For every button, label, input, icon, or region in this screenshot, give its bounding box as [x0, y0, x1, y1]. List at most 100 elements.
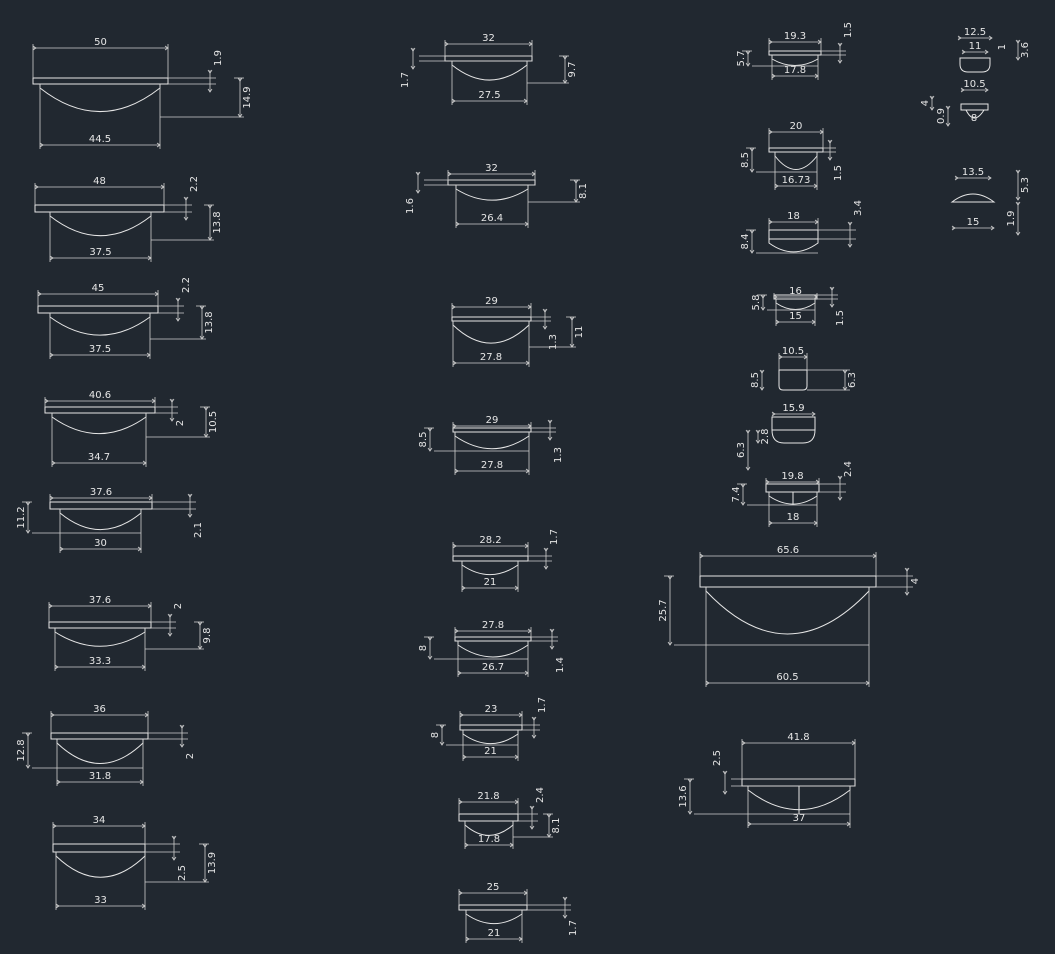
plate-outline — [447, 179, 536, 186]
dimension-arrow — [531, 734, 537, 739]
dimension-arrow — [811, 319, 816, 325]
dimension-arrow — [451, 98, 456, 104]
cup-width-label: 16.73 — [782, 175, 811, 186]
plate-width-label: 10.5 — [963, 79, 985, 90]
dimension-arrow — [37, 291, 42, 297]
plate-width-label: 65.6 — [777, 545, 799, 556]
plate-width-label: 12.5 — [964, 27, 986, 38]
dimension-arrow — [667, 575, 673, 580]
dimension-arrow — [773, 294, 778, 300]
dimension-arrow — [141, 823, 146, 829]
dimension-arrow — [765, 479, 770, 485]
cup-width-label: 8 — [971, 113, 977, 124]
dimension-arrow — [865, 680, 870, 686]
cup-profile — [768, 239, 819, 253]
dimension-arrow — [529, 825, 535, 830]
dimension-arrow — [759, 386, 765, 391]
plate-outline — [699, 575, 877, 588]
dimension-arrow — [904, 567, 910, 572]
cup-width-label: 11 — [969, 41, 982, 52]
dimension-arrow — [197, 645, 203, 650]
dimension-arrow — [199, 305, 205, 310]
cup-width-label: 44.5 — [89, 134, 111, 145]
dimension-arrow — [237, 77, 243, 82]
dimension-arrow — [427, 427, 433, 432]
dimension-arrow — [749, 147, 755, 152]
dimension-arrow — [175, 317, 181, 322]
plate-width-label: 19.8 — [781, 471, 803, 482]
plate-width-label: 10.5 — [782, 346, 804, 357]
dimension-arrow — [774, 183, 779, 189]
dimension-arrow — [813, 520, 818, 526]
total-height-label: 12.8 — [16, 739, 27, 761]
dimension-arrow — [147, 603, 152, 609]
total-height-label: 8 — [430, 732, 441, 738]
cup-profile — [461, 561, 519, 576]
dimension-arrow — [528, 41, 533, 47]
dimension-arrow — [837, 59, 843, 64]
dimension-arrow — [39, 142, 44, 148]
plate-width-label: 32 — [482, 33, 495, 44]
dimension-arrow — [439, 724, 445, 729]
dimension-arrow — [207, 88, 213, 93]
dimension-arrow — [549, 628, 555, 633]
plate-width-label: 50 — [94, 37, 107, 48]
plate-width-label: 41.8 — [787, 732, 809, 743]
dimension-arrow — [52, 823, 57, 829]
cup-profile — [959, 57, 991, 73]
cup-profile — [39, 84, 161, 113]
dimension-arrow — [573, 179, 579, 184]
plate-thickness-label: 1.6 — [405, 198, 416, 214]
dimension-arrow — [197, 621, 203, 626]
cup-profile — [49, 212, 152, 237]
dimension-arrow — [529, 805, 535, 810]
plate-thickness-label: 2.5 — [712, 750, 723, 766]
dimension-arrow — [569, 316, 575, 321]
plate-outline — [34, 204, 165, 213]
dimension-arrow — [749, 229, 755, 234]
dimension-arrow — [25, 764, 31, 769]
dimension-arrow — [141, 903, 146, 909]
plate-outline — [32, 77, 169, 85]
dimension-arrow — [203, 406, 209, 411]
dimension-arrow — [569, 343, 575, 348]
dimension-arrow — [837, 42, 843, 47]
dimension-arrow — [202, 843, 208, 848]
dimension-arrow — [187, 493, 193, 498]
dimension-arrow — [148, 495, 153, 501]
total-height-label: 10.5 — [208, 411, 219, 433]
dimension-arrow — [705, 680, 710, 686]
dimension-arrow — [55, 903, 60, 909]
cup-profile — [774, 152, 818, 170]
dimension-arrow — [1015, 56, 1021, 61]
total-height-label: 11.2 — [16, 506, 27, 528]
dimension-arrow — [427, 447, 433, 452]
dimension-arrow — [829, 286, 835, 291]
plate-width-label: 19.3 — [784, 31, 806, 42]
dimension-arrow — [179, 743, 185, 748]
dimension-arrow — [1015, 196, 1021, 201]
dimension-arrow — [759, 369, 765, 374]
dimension-arrow — [722, 770, 728, 775]
dimension-arrow — [957, 35, 962, 41]
total-height-label: 8.5 — [750, 372, 761, 388]
dimension-arrow — [988, 35, 993, 41]
dimension-arrow — [444, 41, 449, 47]
plate-outline — [452, 555, 529, 562]
dimension-arrow — [740, 501, 746, 506]
dimension-arrow — [523, 98, 528, 104]
dimension-arrow — [451, 304, 456, 310]
dimension-arrow — [518, 712, 523, 718]
cup-profile — [55, 852, 146, 878]
dimension-arrow — [827, 139, 833, 144]
plate-width-label: 27.8 — [482, 620, 504, 631]
dimension-arrow — [455, 221, 460, 227]
dimension-arrow — [837, 496, 843, 501]
dimension-arrow — [156, 142, 161, 148]
